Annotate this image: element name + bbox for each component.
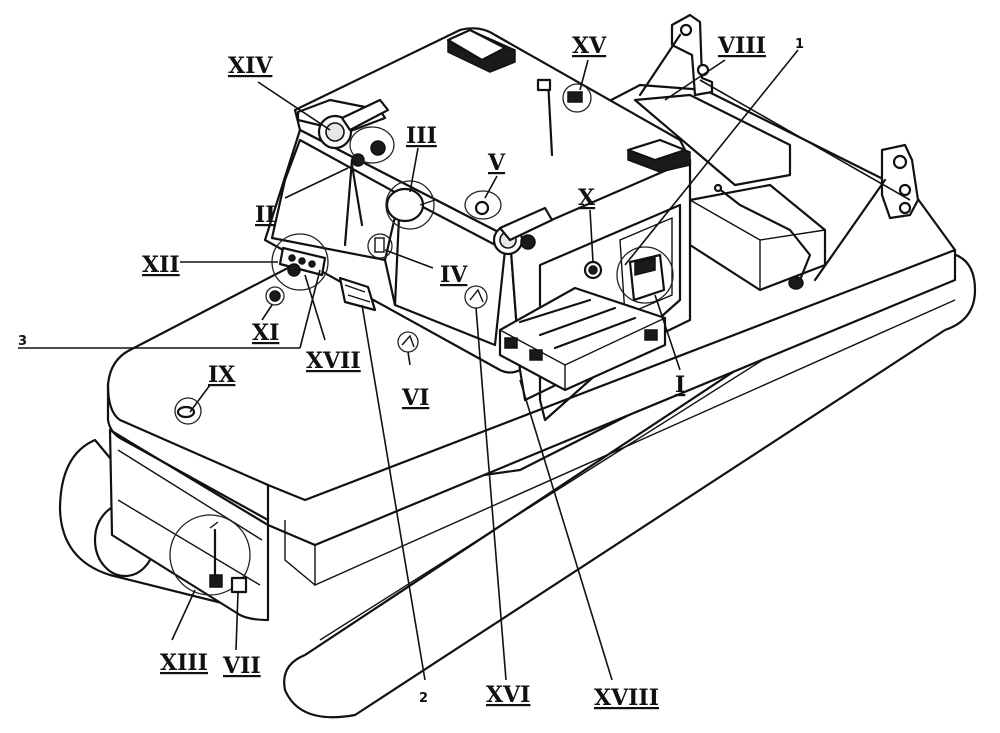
label-iii: III [406,123,437,149]
label-iv: IV [440,262,468,288]
label-xvii: XVII [306,348,361,374]
tow-hook-upper [638,13,714,97]
item-ix [174,397,202,425]
label-vii: VII [222,653,261,679]
callout-labels: XIV XV VIII 1 III II V X XII IV XI 3 XVI… [18,33,804,711]
plate-2 [338,276,377,312]
cabin [263,27,692,422]
leader-lines [18,49,911,681]
item-vii [230,576,248,594]
lamp-iii [385,180,436,230]
label-xvi: XVI [486,682,530,708]
label-vi: VI [401,385,429,411]
battery-pack [498,286,667,392]
headlight-left [317,98,390,150]
label-xv: XV [572,33,607,59]
headlight-right [492,206,554,256]
label-ii: II [255,202,276,228]
item-xiii [169,514,251,596]
item-x [583,260,603,280]
item-v [464,190,502,220]
antenna [536,78,592,157]
label-x: X [578,185,596,211]
item-xi [265,286,285,306]
item-i [616,246,674,304]
label-v: V [487,150,506,176]
label-ix: IX [208,362,236,388]
label-i: I [675,372,685,398]
label-xii: XII [142,252,180,278]
number-2: 2 [419,691,428,706]
cable [713,183,812,290]
number-3: 3 [18,334,27,349]
label-xviii: XVIII [594,685,659,711]
label-xiii: XIII [160,650,208,676]
label-xi: XI [252,320,279,346]
item-iv [367,233,393,259]
label-xiv: XIV [228,53,273,79]
wiper-assembly [343,126,395,247]
label-viii: VIII [717,33,766,59]
number-1: 1 [795,37,804,52]
